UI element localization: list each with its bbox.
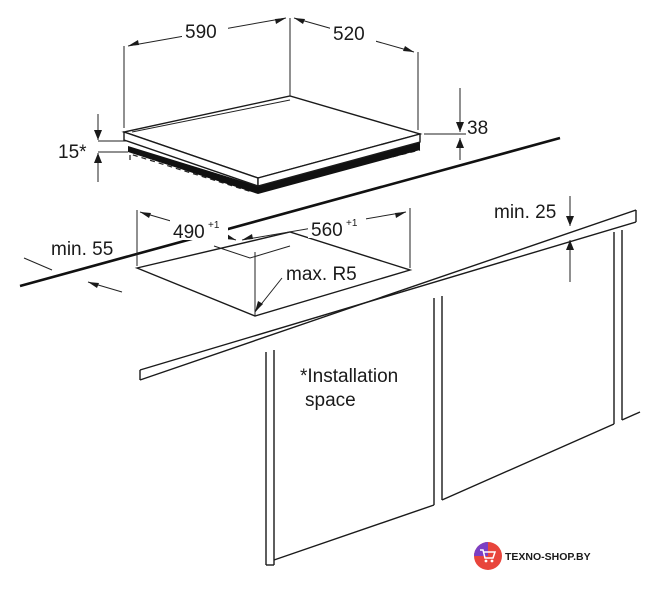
hob [121,95,423,194]
hob-frame [128,142,420,194]
dim-hob-width: 590 [123,17,291,128]
countertop [19,136,637,381]
cutout [134,231,413,317]
countertop-front-edge [19,136,561,288]
arrowhead [94,153,102,163]
hob-glass-edge [131,99,291,133]
arrowhead [88,282,99,288]
dim-label-560: 560 [311,220,343,241]
callout-radius: max. R5 [254,264,357,313]
dim-hob-depth: 520 [293,17,419,130]
arrowhead [456,122,464,132]
dim-label-520: 520 [333,24,365,45]
hob-glass-side [257,133,421,187]
dim-tolerance-560: +1 [346,218,358,229]
dim-tolerance-490: +1 [208,220,220,231]
label-bg [182,20,228,42]
note-line-2: space [305,390,356,411]
note-line-1: *Installation [300,366,398,387]
cabinet-right-bottom [621,411,641,421]
arrowhead [94,130,102,140]
dim-min-back: min. 25 [494,196,574,282]
dim-label-15: 15* [58,142,87,163]
watermark-logo: TEXNO-SHOP.BY [474,542,591,570]
dim-label-min25: min. 25 [494,202,556,223]
arrowhead [456,138,464,148]
installation-note: *Installation space [300,366,398,411]
dim-hob-height: 38 [424,88,488,160]
dim-line-a [23,257,53,271]
countertop-lower-edge [139,221,637,371]
watermark-text: TEXNO-SHOP.BY [505,551,591,563]
dim-label-490: 490 [173,222,205,243]
dim-label-590: 590 [185,22,217,43]
label-bg [330,22,376,44]
dim-min-front: min. 55 [23,239,123,293]
label-max-r5: max. R5 [286,264,357,285]
arrowhead [255,301,263,312]
logo-accent [474,542,488,556]
dim-cutout-width: 490 +1 [136,210,237,266]
arrowhead [566,240,574,250]
dim-label-min55: min. 55 [51,239,113,260]
shopping-cart-icon [480,549,497,563]
cabinet-bottom-edge [273,504,435,561]
dim-frame-height: 15* [58,114,128,182]
dim-label-38: 38 [467,118,488,139]
dim-cutout-depth: 560 +1 [241,208,411,268]
countertop-side-edge [139,209,637,381]
cutout-outline [134,231,413,317]
label-bg [170,216,228,240]
label-bg [308,214,366,238]
cabinet [265,230,641,566]
cabinet-bottom-edge-2 [441,423,615,501]
cutout-inner-back [213,245,291,259]
arrowhead [566,216,574,226]
